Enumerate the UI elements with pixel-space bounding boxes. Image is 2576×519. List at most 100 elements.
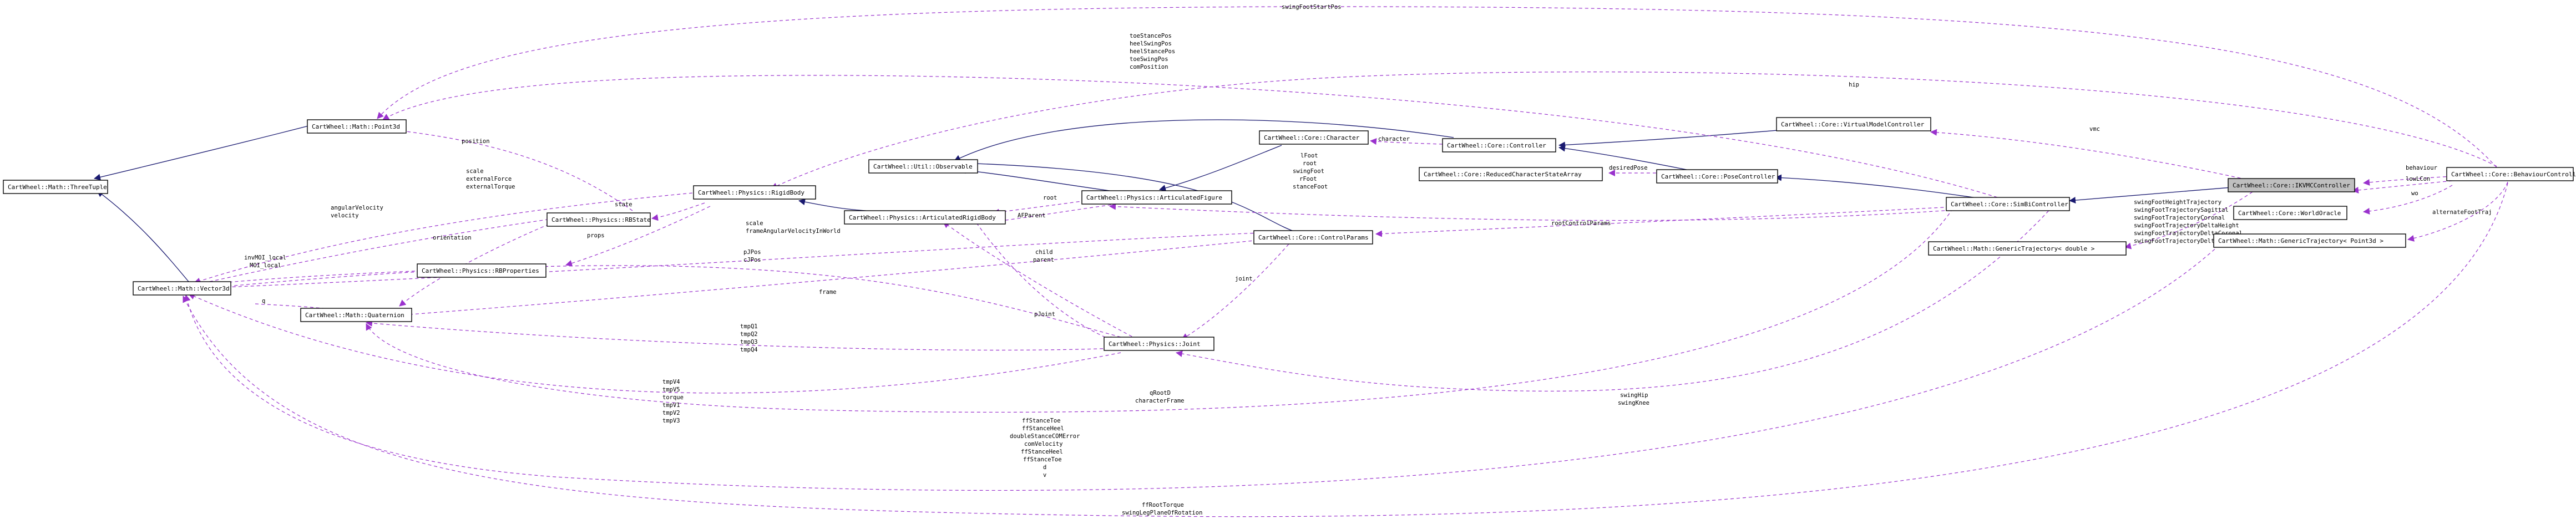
label-frame: frame [819,289,837,296]
label-force-group-7: v [1043,472,1046,479]
svg-text:CartWheel::Core::SimBiControll: CartWheel::Core::SimBiController [1951,201,2068,208]
node-joint[interactable]: CartWheel::Physics::Joint [1104,337,1214,351]
label-scale-group-2: externalTorque [466,184,515,190]
svg-text:CartWheel::Core::VirtualModelC: CartWheel::Core::VirtualModelController [1781,121,1925,128]
label-lowLCon: lowLCon [2406,176,2430,182]
label-vmc: vmc [2089,126,2100,133]
label-tmpq-2: tmpQ3 [740,339,758,345]
label-afparent: AFParent [1018,212,1046,219]
node-reducedcharacterstate[interactable]: CartWheel::Core::ReducedCharacterStateAr… [1419,167,1603,181]
edge-props [565,206,711,267]
edge-alternateFootTraj [2407,181,2508,242]
label-qroot-0: qRootD [1150,390,1171,396]
edge-ppos [194,265,1121,338]
label-invmoi-1: MOI_local [250,262,281,269]
edge-pjoint [976,222,1116,343]
svg-text:CartWheel::Core::ControlParams: CartWheel::Core::ControlParams [1258,234,1369,241]
node-vector3d[interactable]: CartWheel::Math::Vector3d [133,281,231,296]
label-scale-frame-0: scale [746,220,763,227]
label-character: character [1378,136,1410,143]
svg-text:CartWheel::Core::PoseControlle: CartWheel::Core::PoseController [1661,173,1775,180]
edge-lowLCon [2352,180,2453,194]
node-rbstate[interactable]: CartWheel::Physics::RBState [546,212,651,227]
label-tmpq-1: tmpQ2 [740,331,758,338]
label-hip-positions-4: comPosition [1130,64,1168,70]
label-angular-0: angularVelocity [331,205,383,211]
label-ppos-1: cJPos [743,257,761,263]
node-worldoracle[interactable]: CartWheel::Core::WorldOracle [2233,206,2347,220]
label-hip-positions-0: toeStancePos [1130,33,1172,39]
label-angular-1: velocity [331,212,359,219]
node-controlparams[interactable]: CartWheel::Core::ControlParams [1253,230,1373,245]
label-swing-traj-1: swingFootTrajectorySagittal [2134,207,2229,213]
node-articulatedrigidbody[interactable]: CartWheel::Physics::ArticulatedRigidBody [844,210,1006,225]
label-tmpq-3: tmpQ4 [740,347,758,353]
label-scale-group-1: externalForce [466,176,512,182]
svg-text:CartWheel::Math::GenericTrajec: CartWheel::Math::GenericTrajectory< Poin… [2218,237,2383,245]
edge-child-parent [943,221,1138,340]
edge-angular [194,218,555,287]
label-swinghip-1: swingKnee [1618,400,1649,406]
node-rigidbody[interactable]: CartWheel::Physics::RigidBody [693,185,816,200]
node-quaternion[interactable]: CartWheel::Math::Quaternion [300,308,412,322]
label-foot-group-2: swingFoot [1293,168,1324,175]
edge-frame [388,238,1277,319]
node-rbproperties[interactable]: CartWheel::Physics::RBProperties [417,263,546,278]
label-foot-group-4: stanceFoot [1293,184,1328,190]
label-qroot-1: characterFrame [1135,398,1185,404]
label-hip-positions-2: heelStancePos [1130,48,1175,55]
label-invmoi-0: invMOI_local [244,255,286,261]
node-articulatedfigure[interactable]: CartWheel::Physics::ArticulatedFigure [1081,190,1232,205]
edge-invmoi [196,270,428,288]
node-simbicon[interactable]: CartWheel::Core::SimBiController [1946,197,2070,211]
node-ikvmc[interactable]: CartWheel::Core::IKVMCController [2228,178,2355,192]
label-joint: joint [1235,276,1253,282]
label-scale-group-0: scale [466,168,484,175]
label-force-group-4: ffStanceHeel [1021,449,1063,455]
edge-wo [2363,185,2453,215]
svg-text:CartWheel::Core::ReducedCharac: CartWheel::Core::ReducedCharacterStateAr… [1424,171,1582,178]
svg-text:CartWheel::Physics::RigidBody: CartWheel::Physics::RigidBody [698,189,804,196]
label-behaviour: behaviour [2406,165,2437,171]
svg-text:CartWheel::Physics::Joint: CartWheel::Physics::Joint [1109,340,1201,348]
label-tmpv-3: tmpV1 [662,402,680,409]
svg-text:CartWheel::Util::Observable: CartWheel::Util::Observable [873,163,973,170]
label-tmpv-2: torque [662,394,684,401]
node-generictrajectory-point3d[interactable]: CartWheel::Math::GenericTrajectory< Poin… [2213,233,2406,248]
label-swing-traj-2: swingFootTrajectoryCoronal [2134,215,2225,221]
label-hip-positions-3: toeSwingPos [1130,56,1168,63]
node-observable[interactable]: CartWheel::Util::Observable [868,159,978,174]
edge-articulatedfigure-observable [959,167,1110,191]
node-point3d[interactable]: CartWheel::Math::Point3d [307,119,407,134]
edge-foot-group [1109,203,1976,221]
node-character[interactable]: CartWheel::Core::Character [1259,130,1369,145]
node-controller[interactable]: CartWheel::Core::Controller [1442,138,1556,152]
label-hip: hip [1849,82,1859,88]
edge-swingFootStartPos [377,6,2497,168]
svg-text:CartWheel::Physics::Articulate: CartWheel::Physics::ArticulatedFigure [1086,194,1222,201]
label-wo: wo [2411,190,2418,197]
node-threetuple[interactable]: CartWheel::Math::ThreeTuple [3,180,108,194]
edge-character [1370,138,1443,145]
svg-text:CartWheel::Math::Vector3d: CartWheel::Math::Vector3d [138,285,230,292]
edge-force-group [184,245,2220,491]
edge-state [651,202,705,221]
label-position: position [462,138,490,145]
label-state: state [615,201,632,208]
label-force-group-2: doubleStanceCOMError [1010,433,1080,440]
node-posecontroller[interactable]: CartWheel::Core::PoseController [1656,169,1778,184]
edge-position [382,126,633,211]
edge-tmpv [188,293,1121,394]
label-hip-positions-1: heelSwingPos [1130,40,1172,47]
node-generictrajectory-double[interactable]: CartWheel::Math::GenericTrajectory< doub… [1928,241,2127,256]
label-ppos-0: pJPos [743,249,761,256]
edge-ffroot [183,182,2508,517]
svg-text:CartWheel::Physics::RBState: CartWheel::Physics::RBState [551,216,651,223]
label-swing-traj-0: swingFootHeightTrajectory [2134,199,2221,206]
node-virtualmodelcontroller[interactable]: CartWheel::Core::VirtualModelController [1776,117,1931,131]
edge-vector3d-threetuple [97,190,189,282]
svg-text:CartWheel::Core::Controller: CartWheel::Core::Controller [1447,142,1546,149]
label-scale-frame-1: frameAngularVelocityInWorld [746,228,841,235]
node-behaviour[interactable]: CartWheel::Core::BehaviourController [2446,167,2576,181]
